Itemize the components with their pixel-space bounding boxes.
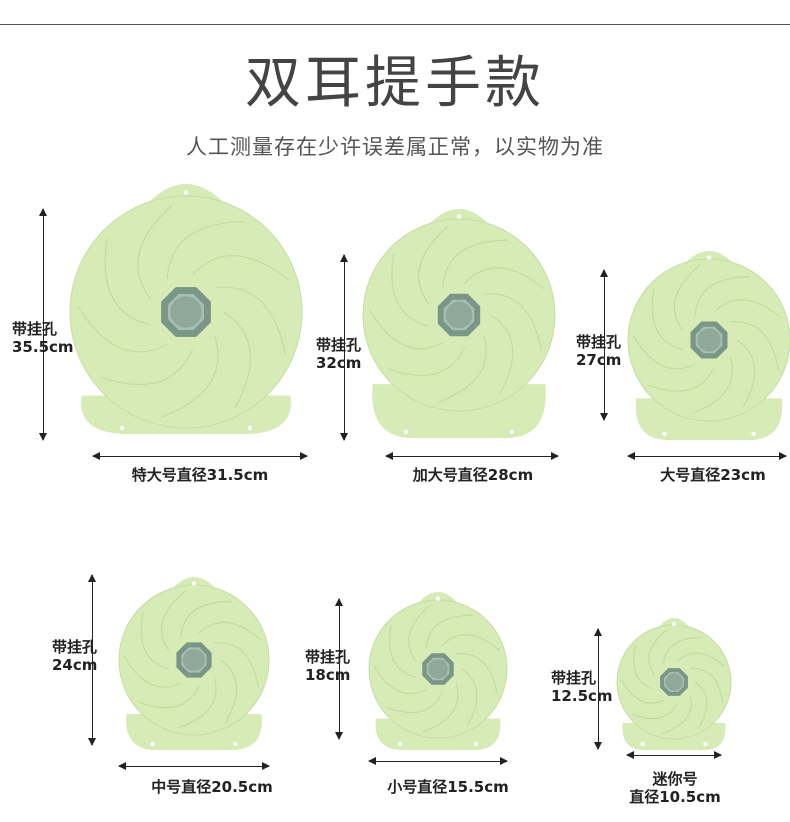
page-title: 双耳提手款 xyxy=(245,51,545,116)
lid-xl-image xyxy=(362,209,556,440)
diameter-label-m: 中号直径20.5cm xyxy=(151,778,273,796)
page-subtitle: 人工测量存在少许误差属正常，以实物为准 xyxy=(186,135,604,159)
diameter-label-xxl: 特大号直径31.5cm xyxy=(131,466,269,484)
diameter-label-mini: 迷你号直径10.5cm xyxy=(629,770,721,806)
top-divider xyxy=(0,24,790,25)
lid-m-image xyxy=(118,577,270,752)
lid-s-image xyxy=(368,592,508,752)
lid-mini-image xyxy=(616,618,732,752)
lid-xxl-image xyxy=(69,184,303,436)
lid-l-image xyxy=(627,251,790,442)
diameter-label-s: 小号直径15.5cm xyxy=(387,778,509,796)
diameter-label-xl: 加大号直径28cm xyxy=(412,466,534,484)
diameter-label-l: 大号直径23cm xyxy=(660,466,766,484)
